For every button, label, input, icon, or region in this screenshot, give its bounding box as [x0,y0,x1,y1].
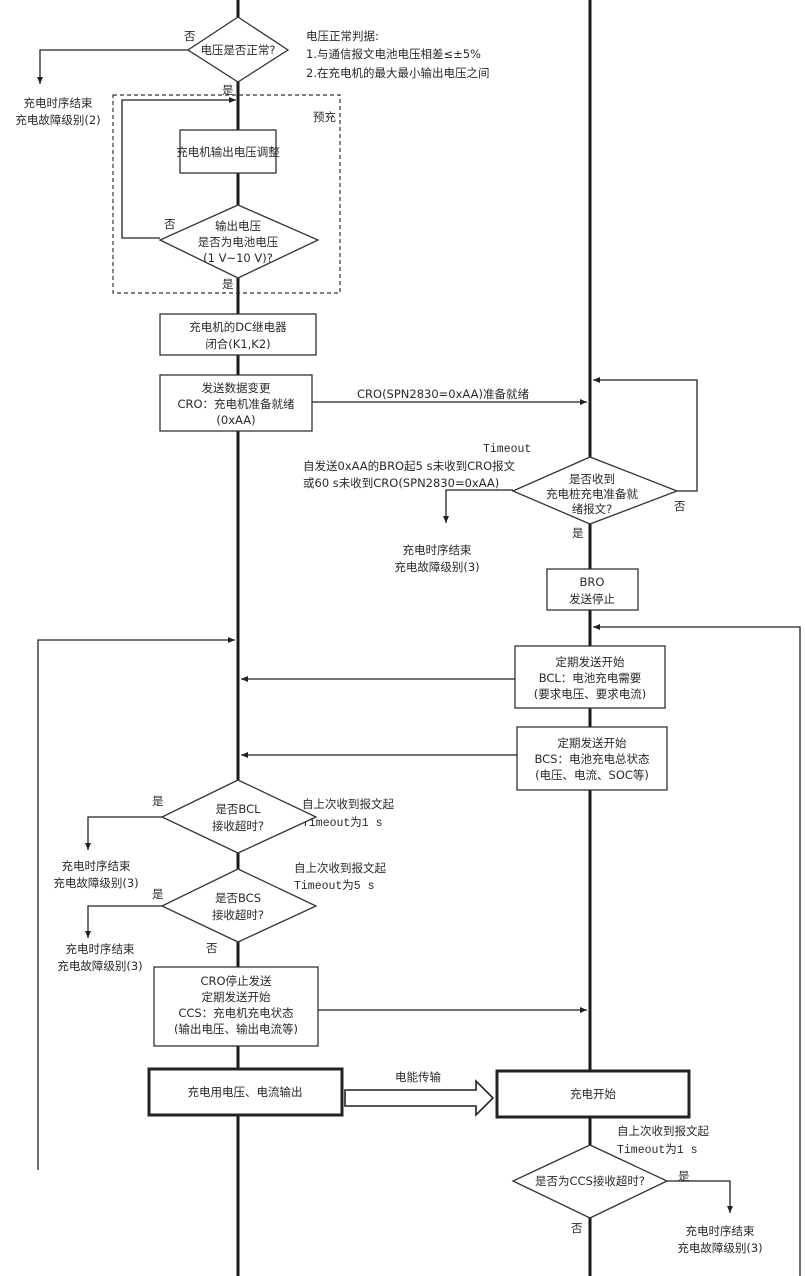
yes-label: 是 [152,887,164,901]
box-text: 充电机的DC继电器 [189,320,287,334]
voltage-adjust-box [179,129,277,174]
box-text: BRO [580,575,605,589]
box-text: (输出电压、输出电流等) [174,1022,298,1036]
yes-label: 是 [572,526,584,540]
decision-text: 是否为电池电压 [198,235,279,249]
no-label: 否 [206,941,218,955]
box-text: BCL：电池充电需要 [539,671,642,685]
note-text: 1.与通信报文电池电压相差≤±5% [306,47,481,61]
arrow-label: CRO(SPN2830=0xAA)准备就绪 [357,387,529,401]
relay-box [159,313,317,356]
yes-label: 是 [222,277,234,291]
timeout-text: Timeout [483,443,531,456]
box-text: 充电用电压、电流输出 [188,1085,303,1099]
bro-box [546,568,639,611]
right-loop-arrow [593,624,801,1276]
decision-text: 充电桩充电准备就 [546,487,638,501]
no-label: 否 [184,29,196,43]
bcs-timeout-decision [160,868,318,943]
voltage-normal-decision [186,16,290,83]
note-text: Timeout为1 s [302,816,383,830]
energy-transfer-arrow [344,1079,495,1117]
box-text: CRO：充电机准备就绪 [177,397,295,411]
yes-label: 是 [222,83,234,97]
end-text: 充电故障级别(2) [15,113,100,127]
yes-label: 是 [152,794,164,808]
wait-loop-arrow [593,377,698,492]
box-text: CCS：充电机充电状态 [178,1006,294,1020]
end-text: 充电故障级别(3) [53,876,138,890]
end-text: 充电时序结束 [66,942,135,956]
output-box [147,1067,344,1117]
no-label: 否 [674,499,686,513]
end-text: 充电时序结束 [686,1224,755,1238]
no-label: 否 [164,217,176,231]
note-text: 自上次收到报文起 [617,1124,709,1138]
timeout-arrow [443,489,513,523]
ccs-box [153,966,319,1047]
decision-text: 是否收到 [569,472,615,486]
box-text: 发送停止 [569,592,615,606]
box-text: 闭合(K1,K2) [205,337,270,351]
end-text: 充电时序结束 [24,96,93,110]
note-text: 2.在充电机的最大最小输出电压之间 [306,66,489,80]
charging-start-box [495,1069,691,1119]
note-text: 电压正常判据: [306,29,379,43]
yes-label: 是 [678,1169,690,1183]
note-text: Timeout为5 s [294,879,375,893]
box-text: 定期发送开始 [202,990,271,1004]
note-text: Timeout为1 s [617,1143,698,1157]
timeout-text: 或60 s未收到CRO(SPN2830=0xAA) [303,476,499,490]
box-text: (要求电压、要求电流) [534,687,646,701]
arrow-label: 电能传输 [395,1070,441,1084]
decision-text: 是否为CCS接收超时? [535,1174,645,1188]
end-text: 充电故障级别(3) [57,959,142,973]
box-text: 发送数据变更 [202,381,271,395]
decision-text: (1 V~10 V)? [203,251,273,265]
decision-text: 接收超时? [212,819,264,833]
decision-text: 接收超时? [212,908,264,922]
yes-branch-arrow [85,905,162,938]
precharge-label: 预充 [313,110,336,124]
yes-branch-arrow [85,816,162,850]
decision-text: 绪报文? [572,502,613,516]
end-text: 充电时序结束 [403,543,472,557]
end-text: 充电故障级别(3) [394,560,479,574]
retry-loop-arrow [121,97,236,239]
decision-text: 是否BCS [215,891,261,905]
decision-text: 是否BCL [215,802,261,816]
box-text: (电压、电流、SOC等) [535,768,649,782]
note-text: 自上次收到报文起 [294,861,386,875]
box-text: 定期发送开始 [556,655,625,669]
no-branch-arrow [37,49,188,84]
bcl-box [514,645,666,709]
decision-text: 电压是否正常? [200,43,275,57]
cro-box [159,374,313,432]
timeout-text: 自发送0xAA的BRO起5 s未收到CRO报文 [303,459,516,473]
end-text: 充电故障级别(3) [677,1241,762,1255]
left-loop-arrow [37,637,235,1170]
yes-branch-arrow [667,1180,733,1213]
box-text: 定期发送开始 [558,736,627,750]
box-text: CRO停止发送 [200,974,272,988]
no-label: 否 [571,1221,583,1235]
battery-voltage-decision [158,204,320,279]
box-text: (0xAA) [216,413,255,427]
ccs-timeout-decision [511,1144,669,1219]
precharge-region [112,94,341,294]
box-text: 充电开始 [570,1087,616,1101]
bcl-timeout-decision [160,779,318,854]
box-text: 充电机输出电压调整 [176,145,280,159]
bcs-box [516,726,668,791]
box-text: BCS：电池充电总状态 [534,752,650,766]
ready-msg-decision [511,456,679,525]
end-text: 充电时序结束 [62,859,131,873]
note-text: 自上次收到报文起 [302,797,394,811]
decision-text: 输出电压 [215,219,261,233]
